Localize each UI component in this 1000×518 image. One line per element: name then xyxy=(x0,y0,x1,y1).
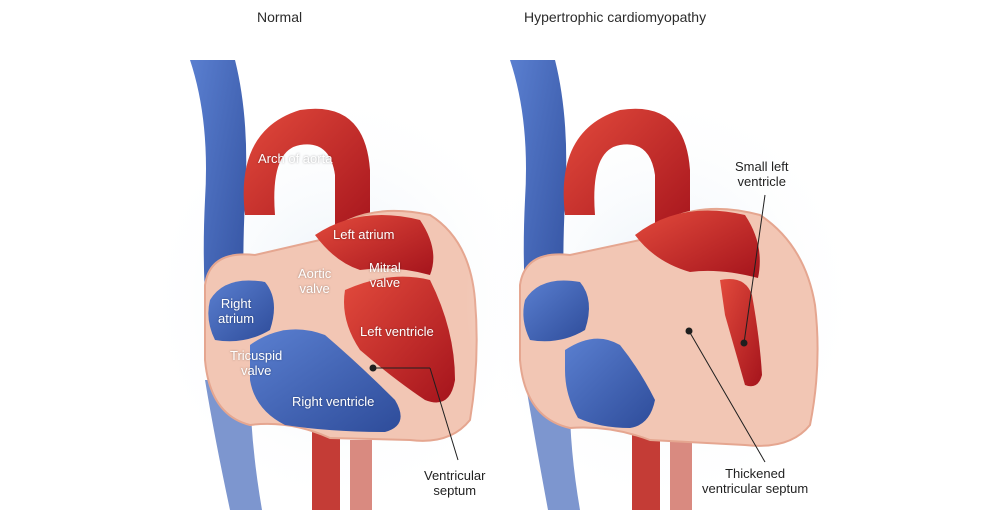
label-thickened-ventricular-septum: Thickened ventricular septum xyxy=(702,466,809,496)
septum-pointer-line-normal-b xyxy=(429,367,459,461)
label-ventricular-septum: Ventricular septum xyxy=(424,468,486,498)
right-ventricle-chamber xyxy=(250,329,401,432)
left-atrium-chamber xyxy=(315,215,434,275)
label-tricuspid-valve: Tricuspid valve xyxy=(230,348,283,378)
right-atrium-chamber xyxy=(208,280,274,342)
small-lv-pointer-line xyxy=(743,194,766,344)
heart-normal xyxy=(140,60,540,515)
label-aortic-valve: Aortic valve xyxy=(298,266,332,296)
label-left-ventricle: Left ventricle xyxy=(360,324,434,339)
heart-hypertrophic xyxy=(465,60,865,515)
aorta-normal xyxy=(243,108,370,240)
right-atrium-hcm xyxy=(523,280,589,342)
label-arch-of-aorta: Arch of aorta xyxy=(258,151,333,166)
panel-title-hypertrophic: Hypertrophic cardiomyopathy xyxy=(524,9,707,25)
aorta-hcm xyxy=(563,108,690,240)
label-mitral-valve: Mitral valve xyxy=(369,260,401,290)
label-left-atrium: Left atrium xyxy=(333,227,395,242)
right-ventricle-hcm xyxy=(565,338,655,428)
label-small-left-ventricle: Small left ventricle xyxy=(735,159,789,189)
label-right-atrium: Right atrium xyxy=(218,296,255,326)
small-left-ventricle-chamber xyxy=(720,279,762,387)
left-atrium-hcm xyxy=(635,210,760,278)
panel-title-normal: Normal xyxy=(257,9,303,25)
label-right-ventricle: Right ventricle xyxy=(292,394,375,409)
left-ventricle-chamber xyxy=(344,276,455,403)
thick-septum-pointer-line xyxy=(688,330,766,463)
